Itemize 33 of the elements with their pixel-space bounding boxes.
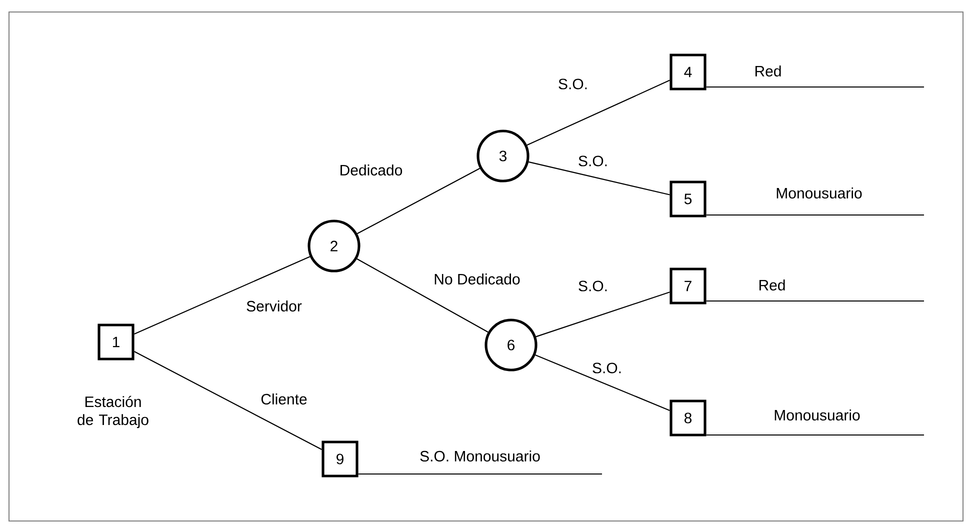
edge-label: Dedicado [340,164,402,176]
branch-line [356,168,480,234]
edge-label: Red [755,66,781,76]
edge-label: S.O. Monousuario [420,450,540,462]
branch-line [134,256,310,334]
branch-line [706,300,924,302]
edge-label: S.O. [558,78,587,90]
branch-line [134,351,322,450]
edge-label: No Dedicado [434,274,520,284]
branch-line [356,258,488,333]
numbered-box: 5 [670,180,706,218]
numbered-box: 8 [670,400,706,436]
numbered-box: 9 [322,440,358,478]
edge-label: S.O. [592,362,621,374]
numbered-box: 1 [98,324,134,360]
branch-line [526,80,670,146]
node-caption: Estación de Trabajo [78,396,148,428]
edge-label: Monousuario [774,410,860,420]
numbered-box: 4 [670,54,706,90]
branch-line [706,86,924,88]
branch-line [535,354,670,411]
branch-line [528,161,670,196]
edge-label: Red [759,280,785,290]
numbered-box: 7 [670,268,706,304]
edge-label: Monousuario [776,188,862,198]
branch-line [536,292,670,338]
edge-label: S.O. [578,156,607,166]
branch-line [706,214,924,216]
branch-line [706,434,924,436]
edge-label: S.O. [578,280,607,292]
edge-label: Servidor [246,300,302,312]
edge-label: Cliente [261,394,307,404]
branch-line [358,473,602,475]
